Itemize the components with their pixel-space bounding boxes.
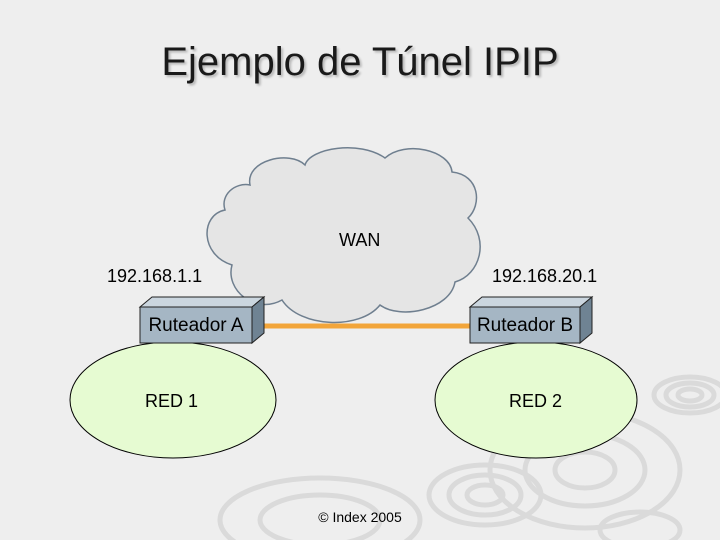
router-a-label: Ruteador A <box>148 315 244 336</box>
network-1-label: RED 1 <box>145 391 199 411</box>
router-b-box <box>468 295 594 345</box>
footer-copyright: © Index 2005 <box>318 509 402 525</box>
router-b-label: Ruteador B <box>476 315 574 336</box>
slide-title: Ejemplo de Túnel IPIP <box>161 40 559 84</box>
wan-cloud-shape <box>206 147 481 324</box>
wan-label: WAN <box>339 230 381 250</box>
router-a-ip: 192.168.1.1 <box>107 266 203 286</box>
network-2-label: RED 2 <box>509 391 563 411</box>
router-a-box <box>138 295 266 345</box>
router-b-ip: 192.168.20.1 <box>492 266 598 286</box>
